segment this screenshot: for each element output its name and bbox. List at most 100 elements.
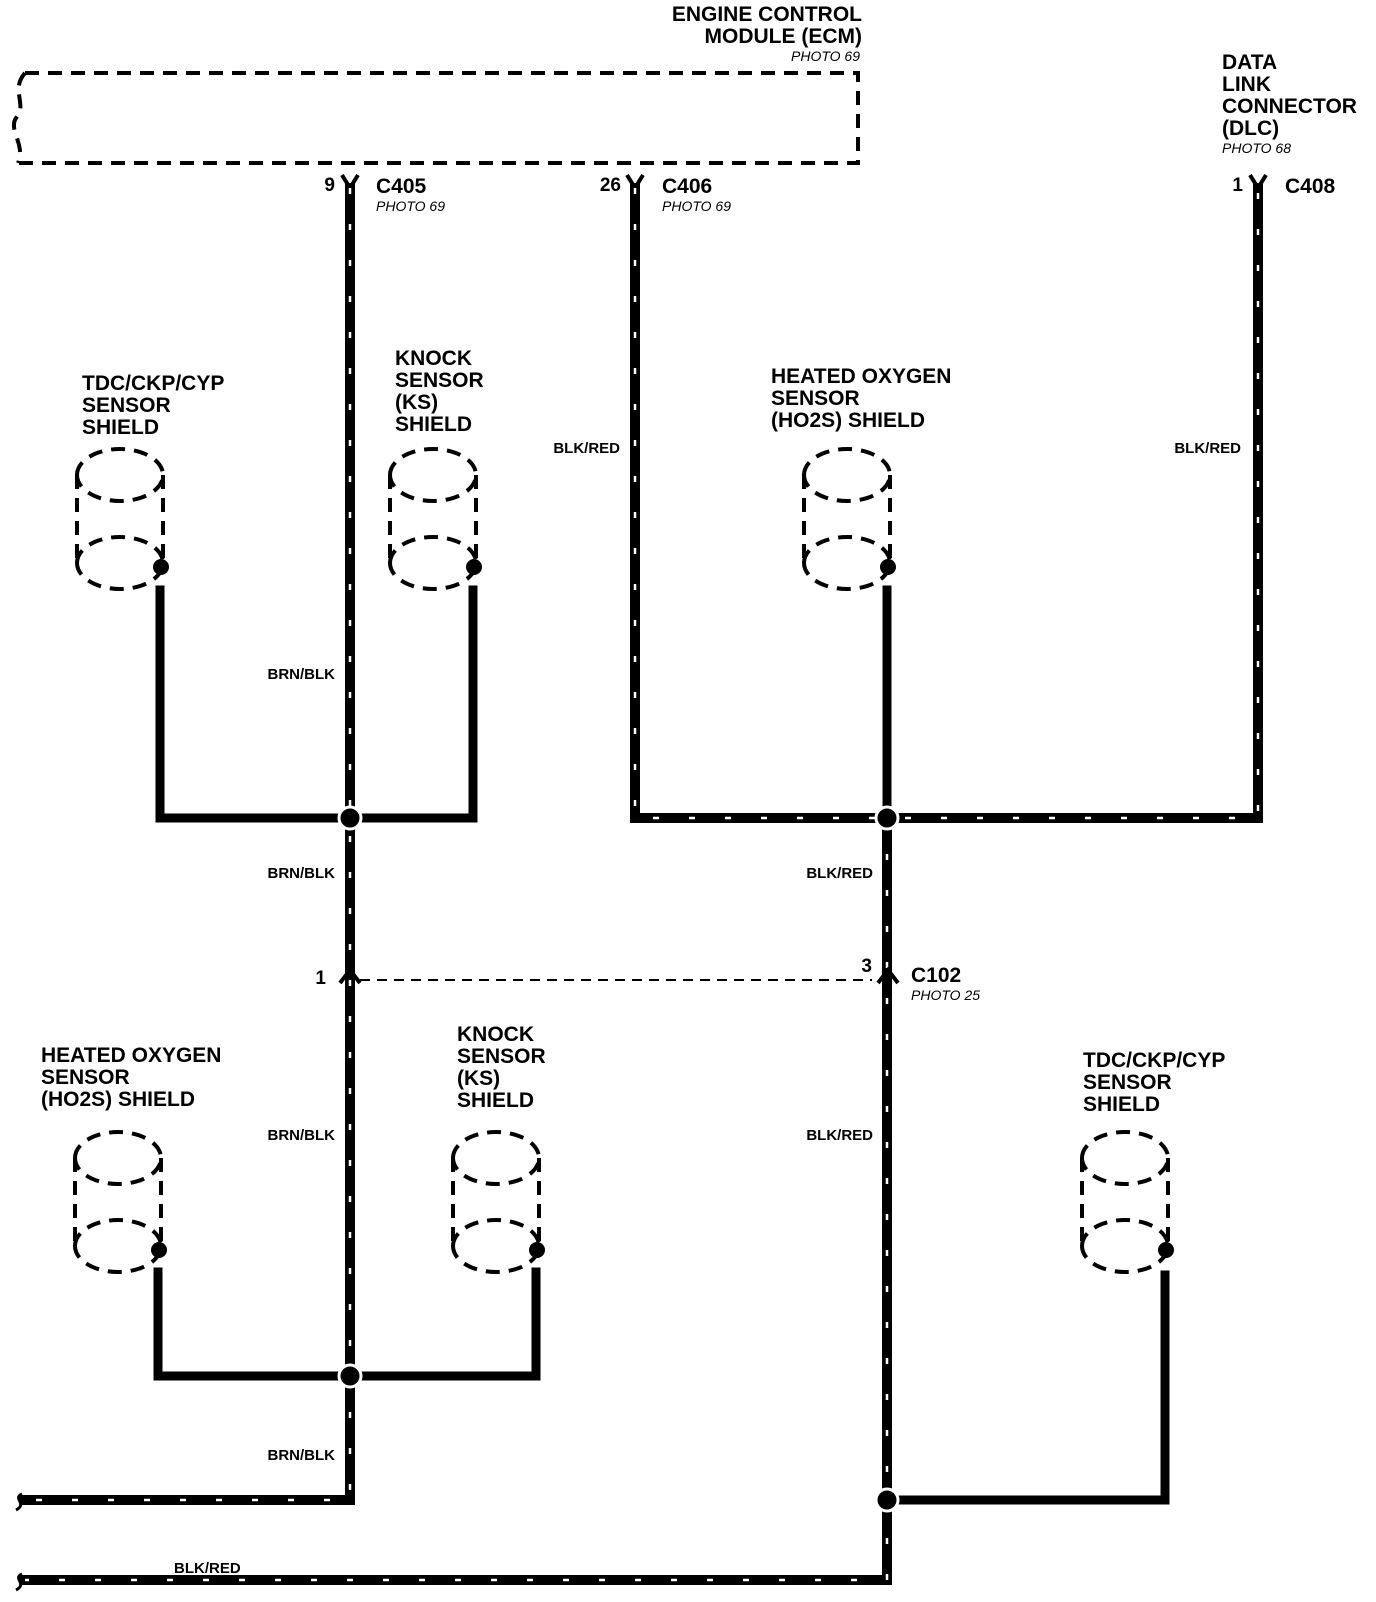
top-ho2s-shield-icon-outline: [802, 447, 893, 503]
wire-label-blk-red: BLK/RED: [553, 440, 620, 457]
top-knock-label-3: (KS): [395, 391, 438, 414]
bottom-ho2s-shield-icon-outline: [73, 1218, 164, 1274]
wire-label-brn-blk: BRN/BLK: [268, 1127, 336, 1144]
bottom-knock-drain-wire: [360, 1267, 541, 1381]
break-mark-icon: [15, 1572, 23, 1592]
top-tdc-shield-icon-outline: [75, 447, 166, 503]
bottom-tdc-shield-icon: [1080, 1130, 1174, 1274]
top-tdc-label-1: TDC/CKP/CYP: [82, 372, 224, 395]
splice-node-brn-bottom: [337, 1363, 363, 1389]
shield-labels: TDC/CKP/CYP SENSOR SHIELD KNOCK SENSOR (…: [41, 347, 1225, 1116]
top-knock-shield-icon: [388, 447, 482, 591]
top-ho2s-shield-icon-terminal: [880, 559, 896, 575]
wire-label-blk-red: BLK/RED: [806, 1127, 873, 1144]
wire-color-labels: BRN/BLK BRN/BLK BRN/BLK BRN/BLK BLK/RED …: [174, 440, 1241, 1577]
bottom-knock-shield-icon-outline: [451, 1218, 542, 1274]
wire-label-brn-blk: BRN/BLK: [268, 666, 336, 683]
c405-pin: 9: [324, 175, 335, 196]
bottom-knock-label-4: SHIELD: [457, 1089, 534, 1112]
top-ho2s-label-1: HEATED OXYGEN: [771, 365, 951, 388]
shield-symbols: [73, 447, 1174, 1274]
wire-c102-blk-red: [20, 813, 892, 1585]
bottom-knock-shield-icon-outline: [451, 1130, 542, 1186]
bottom-ho2s-shield-icon-outline: [73, 1130, 164, 1186]
bottom-knock-label-3: (KS): [457, 1067, 500, 1090]
connector-c408: 1 C408: [1232, 173, 1336, 198]
top-tdc-label-2: SENSOR: [82, 394, 171, 417]
wire-c406-blk-red: [630, 183, 1263, 823]
c102-pin3-icon: [876, 966, 900, 985]
top-tdc-label-3: SHIELD: [82, 416, 159, 439]
top-tdc-shield-icon: [75, 447, 169, 591]
splice-node-blk-top: [874, 805, 900, 831]
wire-break-marks: [15, 1492, 23, 1592]
splice-node-brn-top: [337, 805, 363, 831]
bottom-tdc-label-3: SHIELD: [1083, 1093, 1160, 1116]
c102-pin-left: 1: [315, 968, 326, 989]
wire-c102-blk-red-stripe: [25, 818, 889, 1582]
c102-photo-ref: PHOTO 25: [911, 987, 980, 1003]
dlc-label: DATA LINK CONNECTOR (DLC) PHOTO 68: [1222, 51, 1357, 156]
ecm-title-line1: ENGINE CONTROL: [672, 3, 862, 26]
wire-label-blk-red: BLK/RED: [1174, 440, 1241, 457]
top-tdc-shield-icon-outline: [75, 535, 166, 591]
c102-pin1-icon: [338, 966, 362, 985]
striped-wires: [20, 183, 1263, 1585]
c406-pin: 26: [600, 175, 621, 196]
bottom-ho2s-label-2: SENSOR: [41, 1066, 130, 1089]
dlc-line2: LINK: [1222, 73, 1271, 96]
top-ho2s-label-2: SENSOR: [771, 387, 860, 410]
c406-photo-ref: PHOTO 69: [662, 198, 731, 214]
wire-label-blk-red: BLK/RED: [806, 865, 873, 882]
connector-c102: 1 3 C102 PHOTO 25: [315, 956, 980, 1003]
top-ho2s-shield-icon-outline: [802, 535, 893, 591]
wire-label-brn-blk: BRN/BLK: [268, 1447, 336, 1464]
bottom-tdc-shield-icon-terminal: [1158, 1242, 1174, 1258]
bottom-ho2s-drain-wire: [153, 1267, 345, 1381]
top-knock-shield-icon-outline: [388, 447, 479, 503]
top-ho2s-label-3: (HO2S) SHIELD: [771, 409, 925, 432]
break-mark-icon: [15, 1492, 23, 1512]
top-knock-label-4: SHIELD: [395, 413, 472, 436]
bottom-knock-label-2: SENSOR: [457, 1045, 546, 1068]
bottom-tdc-shield-icon-outline: [1080, 1218, 1171, 1274]
top-knock-label-1: KNOCK: [395, 347, 472, 370]
shield-drain-wires: [153, 585, 1170, 1505]
bottom-tdc-label-2: SENSOR: [1083, 1071, 1172, 1094]
c408-pin: 1: [1232, 175, 1243, 196]
dlc-line3: CONNECTOR: [1222, 95, 1357, 118]
top-knock-label-2: SENSOR: [395, 369, 484, 392]
c406-name: C406: [662, 175, 712, 198]
c405-photo-ref: PHOTO 69: [376, 198, 445, 214]
bottom-knock-shield-icon-terminal: [529, 1242, 545, 1258]
top-tdc-drain-wire: [155, 585, 345, 823]
bottom-knock-shield-icon: [451, 1130, 545, 1274]
dlc-line1: DATA: [1222, 51, 1277, 74]
ecm-photo-ref: PHOTO 69: [791, 48, 860, 64]
bottom-ho2s-shield-icon-terminal: [151, 1242, 167, 1258]
splice-node-blk-bottom: [874, 1487, 900, 1513]
bottom-ho2s-label-3: (HO2S) SHIELD: [41, 1088, 195, 1111]
dlc-photo-ref: PHOTO 68: [1222, 140, 1291, 156]
ecm-title-line2: MODULE (ECM): [705, 25, 862, 48]
top-knock-shield-icon-terminal: [466, 559, 482, 575]
c102-pin-right: 3: [861, 956, 872, 977]
c102-name: C102: [911, 964, 961, 987]
bottom-knock-label-1: KNOCK: [457, 1023, 534, 1046]
wire-label-brn-blk: BRN/BLK: [268, 865, 336, 882]
bottom-tdc-drain-wire: [895, 1270, 1170, 1505]
top-tdc-shield-icon-terminal: [153, 559, 169, 575]
c408-name: C408: [1285, 175, 1336, 198]
dlc-line4: (DLC): [1222, 117, 1279, 140]
c405-name: C405: [376, 175, 427, 198]
connector-c406: 26 C406 PHOTO 69: [600, 173, 731, 214]
bottom-ho2s-shield-icon: [73, 1130, 167, 1274]
bottom-ho2s-label-1: HEATED OXYGEN: [41, 1044, 221, 1067]
ecm-module: ENGINE CONTROL MODULE (ECM) PHOTO 69: [12, 3, 862, 165]
wire-c406-blk-red-stripe: [633, 188, 1260, 820]
top-knock-shield-icon-outline: [388, 535, 479, 591]
top-ho2s-shield-icon: [802, 447, 896, 591]
splice-nodes: [337, 805, 900, 1513]
top-knock-drain-wire: [360, 585, 478, 823]
